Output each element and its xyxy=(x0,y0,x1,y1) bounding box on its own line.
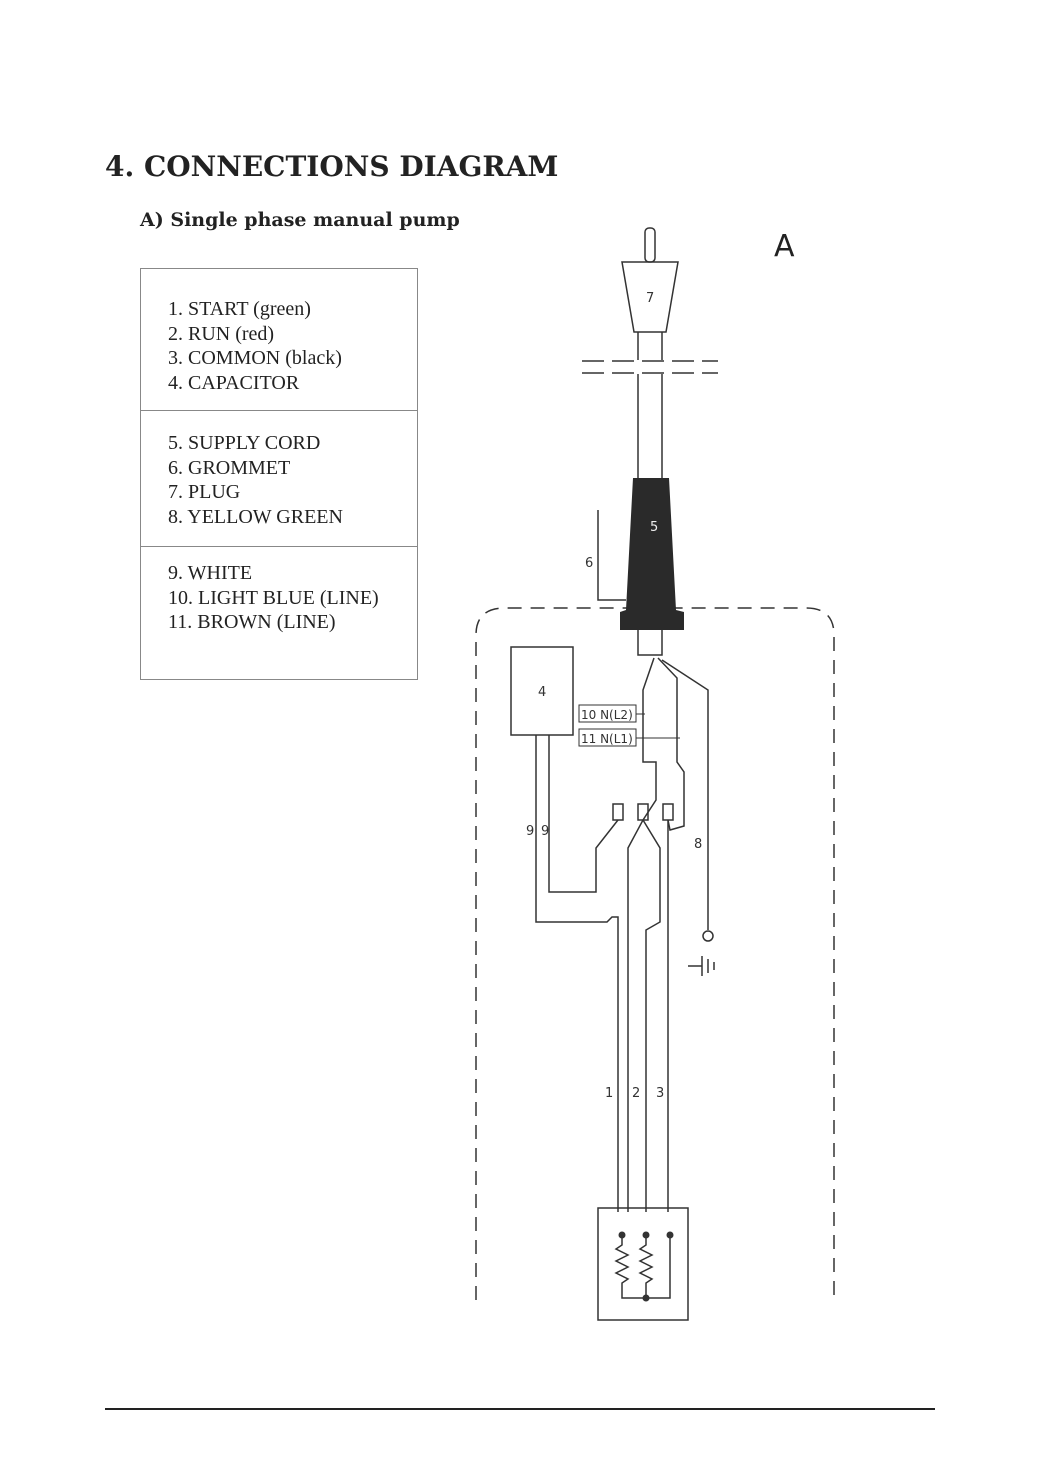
terminal-start xyxy=(612,803,624,821)
legend-item: 5. SUPPLY CORD xyxy=(168,432,321,454)
legend-item: 2. RUN (red) xyxy=(168,322,275,345)
connections-diagram: A 7 5 6 4 10 N(L2) 11 N(L1) 9 9 8 1 2 3 xyxy=(475,227,835,1321)
grommet-lead xyxy=(597,510,626,601)
terminal-run xyxy=(637,803,649,821)
earth-terminal xyxy=(702,930,714,942)
housing-outline xyxy=(475,607,835,1300)
motor-winding-box xyxy=(597,1207,689,1321)
cord-label: 5 xyxy=(650,520,658,535)
plug-label: 7 xyxy=(646,291,654,306)
legend-group-motor: 1. START (green) 2. RUN (red) 3. COMMON … xyxy=(141,269,417,411)
capacitor-lead-inner xyxy=(548,735,619,893)
legend-item: 9. WHITE xyxy=(168,562,253,584)
yellow-green-label: 8 xyxy=(694,837,702,852)
winding-node-start xyxy=(618,1231,626,1239)
legend-item: 8. YELLOW GREEN xyxy=(168,505,343,528)
break-lines xyxy=(582,360,718,374)
earth-lead xyxy=(661,659,709,930)
leader-lines xyxy=(636,713,680,739)
corner-label: A xyxy=(774,229,795,264)
legend-table: 1. START (green) 2. RUN (red) 3. COMMON … xyxy=(140,268,418,680)
legend-group-cord: 5. SUPPLY CORD 6. GROMMET 7. PLUG 8. YEL… xyxy=(141,411,417,547)
terminal-common xyxy=(662,803,674,821)
wire-3-label: 3 xyxy=(656,1086,664,1101)
winding-node-run xyxy=(642,1231,650,1239)
blue-line-wire xyxy=(657,657,685,831)
label-box-11 xyxy=(578,728,637,747)
run-winding xyxy=(638,1235,671,1299)
footer-rule xyxy=(105,1408,935,1410)
capacitor-box xyxy=(510,646,574,736)
wire-1-label: 1 xyxy=(605,1086,613,1101)
start-winding xyxy=(614,1235,646,1299)
legend-item: 11. BROWN (LINE) xyxy=(168,611,336,634)
legend-item: 10. LIGHT BLUE (LINE) xyxy=(168,586,379,609)
legend-item: 4. CAPACITOR xyxy=(168,371,300,394)
page-title: 4. CONNECTIONS DIAGRAM xyxy=(105,150,559,183)
capacitor-label: 4 xyxy=(538,685,546,700)
winding-node-star xyxy=(642,1294,650,1302)
brown-line-wire xyxy=(627,657,657,1212)
winding-node-common xyxy=(666,1231,674,1239)
label-box-10 xyxy=(578,704,637,723)
wire-2-label: 2 xyxy=(632,1086,640,1101)
legend-item: 6. GROMMET xyxy=(168,456,291,479)
plug-pin xyxy=(644,227,656,263)
legend-item: 7. PLUG xyxy=(168,481,241,504)
capacitor-lead-outer xyxy=(535,735,619,1212)
neutral-l1-label: 11 N(L1) xyxy=(581,732,633,746)
cord-upper xyxy=(637,332,663,478)
legend-item: 3. COMMON (black) xyxy=(168,347,342,370)
neutral-l2-label: 10 N(L2) xyxy=(581,708,633,722)
white-label-a: 9 xyxy=(526,824,534,839)
run-wire xyxy=(642,819,661,1212)
cord-lower xyxy=(637,630,663,656)
grommet xyxy=(620,478,684,630)
legend-group-wires: 9. WHITE 10. LIGHT BLUE (LINE) 11. BROWN… xyxy=(141,547,417,679)
plug-body xyxy=(621,261,679,333)
legend-item: 1. START (green) xyxy=(168,298,311,320)
section-subtitle: A) Single phase manual pump xyxy=(140,209,460,231)
white-label-b: 9 xyxy=(541,824,549,839)
earth-icon xyxy=(688,956,715,976)
grommet-label: 6 xyxy=(585,556,593,571)
